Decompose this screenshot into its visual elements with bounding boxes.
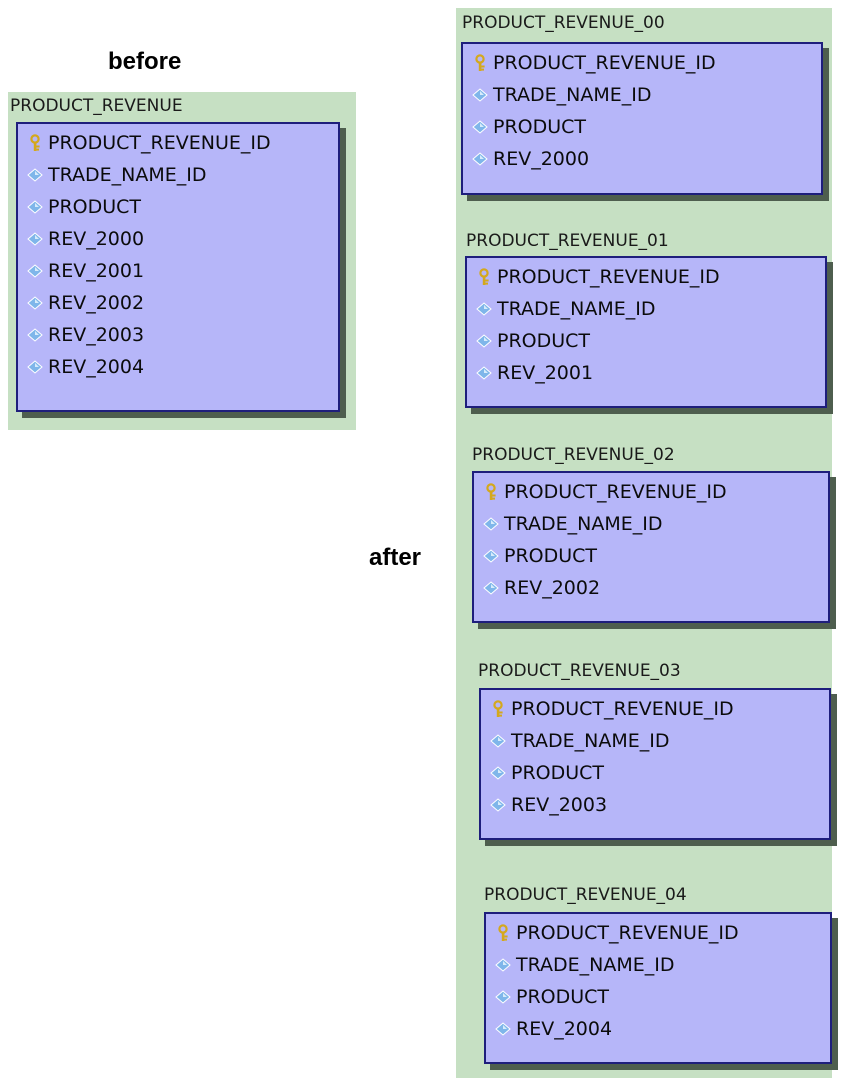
column-name: REV_2001 [497,362,594,384]
column-icon [471,86,489,104]
column-icon [26,326,44,344]
column-row[interactable]: PRODUCT_REVENUE_ID [481,693,829,725]
column-name: PRODUCT_REVENUE_ID [516,922,739,944]
table-title: PRODUCT_REVENUE_03 [478,661,681,681]
column-row[interactable]: REV_2001 [467,357,825,389]
column-icon [26,262,44,280]
entity-box-product-revenue-04[interactable]: PRODUCT_REVENUE_ID TRADE_NAME_ID PRODUCT… [484,912,832,1064]
column-row[interactable]: REV_2001 [18,255,338,287]
column-icon [494,956,512,974]
key-icon [26,134,44,152]
column-row[interactable]: REV_2004 [18,351,338,383]
column-name: PRODUCT_REVENUE_ID [493,52,716,74]
key-icon [471,54,489,72]
key-icon [482,483,500,501]
column-row[interactable]: REV_2000 [18,223,338,255]
column-name: TRADE_NAME_ID [48,164,207,186]
column-name: TRADE_NAME_ID [504,513,663,535]
column-name: TRADE_NAME_ID [516,954,675,976]
table-title: PRODUCT_REVENUE_02 [472,445,675,465]
column-icon [475,300,493,318]
column-name: REV_2002 [504,577,601,599]
column-name: REV_2000 [493,148,590,170]
column-name: PRODUCT [48,196,142,218]
column-row[interactable]: PRODUCT_REVENUE_ID [18,127,338,159]
table-title: PRODUCT_REVENUE [10,96,183,116]
column-row[interactable]: PRODUCT_REVENUE_ID [474,476,828,508]
table-title: PRODUCT_REVENUE_00 [462,13,665,33]
column-row[interactable]: PRODUCT [474,540,828,572]
column-row[interactable]: REV_2003 [481,789,829,821]
column-row[interactable]: TRADE_NAME_ID [486,949,830,981]
column-icon [482,515,500,533]
column-row[interactable]: PRODUCT_REVENUE_ID [486,917,830,949]
column-name: REV_2004 [48,356,145,378]
column-name: REV_2001 [48,260,145,282]
column-name: PRODUCT [516,986,610,1008]
after-caption: after [369,544,422,571]
column-icon [489,764,507,782]
column-name: TRADE_NAME_ID [511,730,670,752]
column-row[interactable]: TRADE_NAME_ID [474,508,828,540]
column-name: REV_2003 [48,324,145,346]
column-icon [26,230,44,248]
column-row[interactable]: PRODUCT_REVENUE_ID [467,261,825,293]
entity-box-product-revenue-00[interactable]: PRODUCT_REVENUE_ID TRADE_NAME_ID PRODUCT… [461,42,823,195]
column-name: TRADE_NAME_ID [493,84,652,106]
key-icon [489,700,507,718]
column-row[interactable]: PRODUCT [481,757,829,789]
column-icon [26,166,44,184]
column-name: PRODUCT [493,116,587,138]
column-icon [471,150,489,168]
column-row[interactable]: TRADE_NAME_ID [18,159,338,191]
column-row[interactable]: REV_2003 [18,319,338,351]
column-icon [494,988,512,1006]
column-name: REV_2003 [511,794,608,816]
entity-box-product-revenue-01[interactable]: PRODUCT_REVENUE_ID TRADE_NAME_ID PRODUCT… [465,256,827,408]
column-icon [482,579,500,597]
column-row[interactable]: PRODUCT [463,111,821,143]
column-name: REV_2000 [48,228,145,250]
column-icon [471,118,489,136]
column-name: TRADE_NAME_ID [497,298,656,320]
column-row[interactable]: PRODUCT [18,191,338,223]
column-name: PRODUCT_REVENUE_ID [504,481,727,503]
column-row[interactable]: TRADE_NAME_ID [481,725,829,757]
column-row[interactable]: PRODUCT [467,325,825,357]
column-row[interactable]: PRODUCT_REVENUE_ID [463,47,821,79]
column-icon [482,547,500,565]
column-name: REV_2002 [48,292,145,314]
column-icon [494,1020,512,1038]
column-name: PRODUCT_REVENUE_ID [48,132,271,154]
column-icon [26,198,44,216]
entity-box-product-revenue[interactable]: PRODUCT_REVENUE_ID TRADE_NAME_ID PRODUCT… [16,122,340,412]
column-name: REV_2004 [516,1018,613,1040]
column-row[interactable]: REV_2000 [463,143,821,175]
column-row[interactable]: REV_2004 [486,1013,830,1045]
column-name: PRODUCT_REVENUE_ID [497,266,720,288]
column-row[interactable]: REV_2002 [18,287,338,319]
entity-box-product-revenue-03[interactable]: PRODUCT_REVENUE_ID TRADE_NAME_ID PRODUCT… [479,688,831,840]
key-icon [475,268,493,286]
column-icon [489,732,507,750]
column-icon [26,294,44,312]
table-title: PRODUCT_REVENUE_01 [466,231,669,251]
column-icon [475,332,493,350]
before-caption: before [108,48,182,75]
column-name: PRODUCT_REVENUE_ID [511,698,734,720]
entity-box-product-revenue-02[interactable]: PRODUCT_REVENUE_ID TRADE_NAME_ID PRODUCT… [472,471,830,623]
column-icon [26,358,44,376]
column-name: PRODUCT [497,330,591,352]
table-title: PRODUCT_REVENUE_04 [484,885,687,905]
column-row[interactable]: TRADE_NAME_ID [467,293,825,325]
key-icon [494,924,512,942]
column-row[interactable]: REV_2002 [474,572,828,604]
column-row[interactable]: TRADE_NAME_ID [463,79,821,111]
column-row[interactable]: PRODUCT [486,981,830,1013]
column-icon [475,364,493,382]
column-icon [489,796,507,814]
column-name: PRODUCT [504,545,598,567]
column-name: PRODUCT [511,762,605,784]
